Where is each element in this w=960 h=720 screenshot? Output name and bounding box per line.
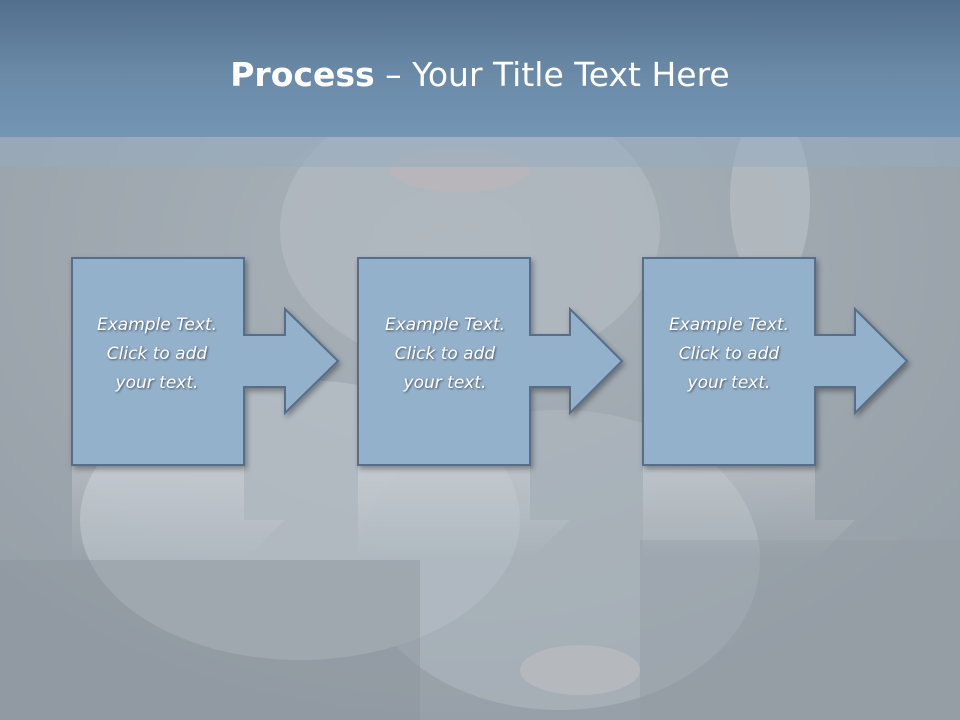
step-1-text[interactable]: Example Text. Click to add your text. [72,311,242,398]
step-2-text[interactable]: Example Text. Click to add your text. [360,311,530,398]
step-2-reflection [358,466,570,560]
step-1-reflection [72,466,285,560]
step-3-arrow-shape [642,257,909,466]
step-3-text[interactable]: Example Text. Click to add your text. [644,311,814,398]
title-band [0,0,960,137]
step-2-line-1: Example Text. [384,315,506,335]
process-step-3[interactable] [642,257,909,560]
step-1-arrow-shape [71,257,340,466]
step-1-line-3: your text. [115,373,199,393]
step-2-arrow-shape [357,257,624,466]
step-2-line-3: your text. [403,373,487,393]
step-3-line-1: Example Text. [668,315,790,335]
step-3-line-2: Click to add [678,344,780,364]
process-step-1[interactable] [71,257,340,560]
title-bold: Process [230,55,375,94]
step-3-line-3: your text. [687,373,771,393]
process-step-2[interactable] [357,257,624,560]
title-underband [0,137,960,167]
step-1-line-2: Click to add [106,344,208,364]
title-rest: – Your Title Text Here [374,55,730,94]
step-1-line-1: Example Text. [96,315,218,335]
step-2-line-2: Click to add [394,344,496,364]
slide-title[interactable]: Process – Your Title Text Here [0,52,960,98]
step-3-reflection [643,466,855,560]
